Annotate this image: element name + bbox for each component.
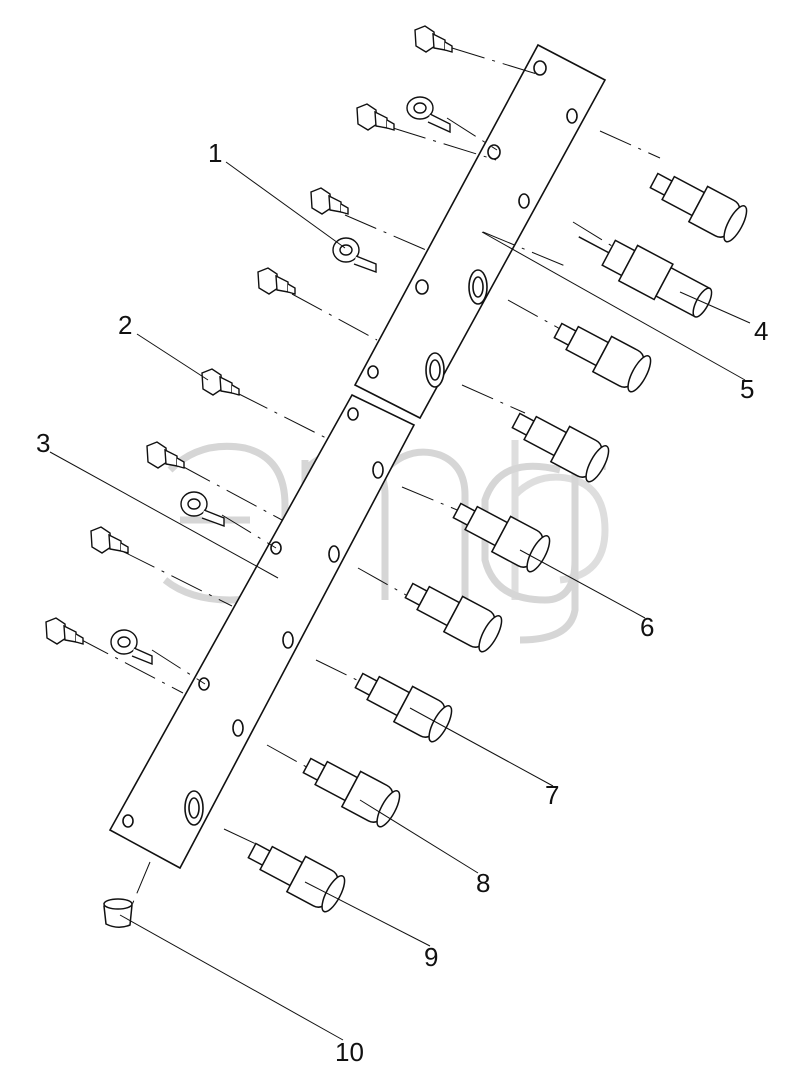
banjo-bolt [406,96,451,134]
hex-plug [45,617,84,645]
hex-plug [257,267,296,295]
pressure-sensor-item-9 [247,842,346,913]
callout-6: 6 [640,612,654,642]
plate-hole [122,814,134,828]
plate-hole [232,719,244,737]
plate-hole [198,677,210,691]
plate-hole [533,60,547,76]
leader-1 [225,161,346,249]
leader-5 [481,231,746,381]
plate-hole [328,545,340,563]
leader-8 [359,799,479,874]
pressure-sensor [511,412,610,483]
pressure-sensor-item-6 [452,502,551,573]
assembly-center-lines [77,47,661,906]
pressure-switch-item-4 [578,236,713,318]
callout-5: 5 [740,374,754,404]
callout-7: 7 [545,780,559,810]
plate-hole [282,631,294,649]
hex-plug [310,187,349,215]
leader-6 [519,549,646,619]
plate-hole [566,108,578,124]
plate-hole [415,279,429,295]
banjo-bolt [110,629,153,666]
plate-hole [372,461,384,479]
pressure-sensor [649,172,748,243]
callout-3: 3 [36,428,50,458]
dust-cap-item-10 [103,898,133,928]
callout-1: 1 [208,138,222,168]
hex-plug [356,103,395,131]
plate-hole [347,407,359,421]
callout-10: 10 [335,1037,364,1067]
plate-hole [367,365,379,379]
pressure-sensor-item-8 [302,757,401,828]
banjo-bolt-item-1 [332,237,377,273]
leader-7 [409,707,554,787]
manifold-plate-lower [108,393,416,870]
callout-4: 4 [754,316,768,346]
hex-plug [414,25,453,53]
callout-9: 9 [424,942,438,972]
pressure-sensor [553,322,652,393]
callout-8: 8 [476,868,490,898]
leader-4 [679,291,751,324]
hex-plug [201,368,240,396]
leader-3 [49,451,279,579]
leader-9 [304,881,431,947]
hex-plug [90,526,129,554]
pressure-sensor [404,582,503,653]
manifold-plate-upper [353,43,607,420]
pressure-sensor-item-7 [354,672,453,743]
plate-hole [518,193,530,209]
callout-2: 2 [118,310,132,340]
leader-10 [119,914,344,1041]
hex-plug [146,441,185,469]
leader-2 [136,333,209,381]
plate-hole [487,144,501,160]
banjo-bolt [180,491,225,527]
leader-lines [49,161,751,1041]
